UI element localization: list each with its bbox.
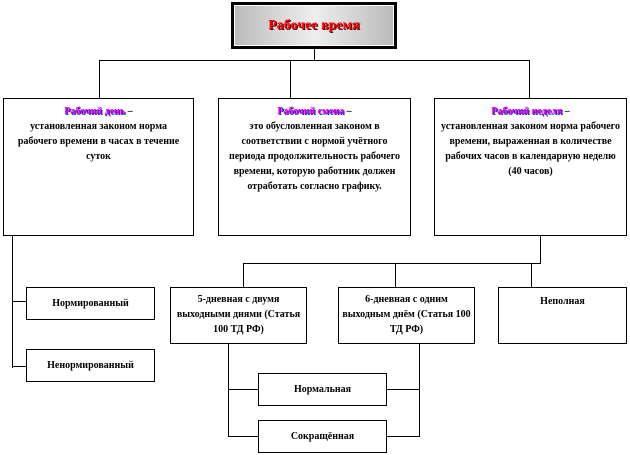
definition-text: установленная законом норма рабочего вре… (441, 121, 620, 177)
definition-text: это обусловленная законом в соответствии… (228, 121, 401, 192)
connector (419, 343, 420, 437)
definition-shift: Рабочий смена – это обусловленная законо… (218, 98, 411, 236)
connector (529, 60, 530, 98)
connector (243, 263, 244, 287)
title-text: Рабочее время (268, 17, 360, 33)
connector (290, 60, 291, 98)
dash: – (344, 106, 352, 117)
week-type-5day: 5-дневная с двумя выходными днями (Стать… (170, 287, 307, 344)
connector (228, 389, 258, 390)
title-box: Рабочее время (231, 2, 397, 49)
connector (386, 389, 419, 390)
term: Рабочий день (64, 106, 126, 117)
connector (395, 263, 396, 287)
definition-working-day: Рабочий день – установленная законом нор… (3, 98, 194, 236)
connector (531, 263, 532, 287)
connector (228, 343, 229, 437)
definition-week: Рабочий неделя – установленная законом н… (434, 98, 627, 236)
duration-reduced: Сокращённая (258, 420, 387, 453)
connector (99, 60, 530, 61)
connector (243, 263, 541, 264)
connector (314, 48, 315, 60)
definition-text: установленная законом норма рабочего вре… (17, 121, 180, 162)
week-type-partial: Неполная (498, 287, 627, 344)
term: Рабочий неделя (491, 106, 563, 117)
connector (228, 436, 258, 437)
dash: – (125, 106, 133, 117)
connector (386, 436, 419, 437)
term: Рабочий смена (277, 106, 345, 117)
duration-normal: Нормальная (258, 373, 387, 406)
dash: – (562, 106, 570, 117)
connector (540, 235, 541, 263)
day-type-unnormed: Ненормированный (26, 349, 155, 382)
week-type-6day: 6-дневная с одним выходным днём (Статья … (338, 287, 475, 344)
connector (99, 60, 100, 98)
connector (12, 301, 26, 302)
connector (12, 366, 26, 367)
day-type-normed: Нормированный (26, 287, 155, 320)
